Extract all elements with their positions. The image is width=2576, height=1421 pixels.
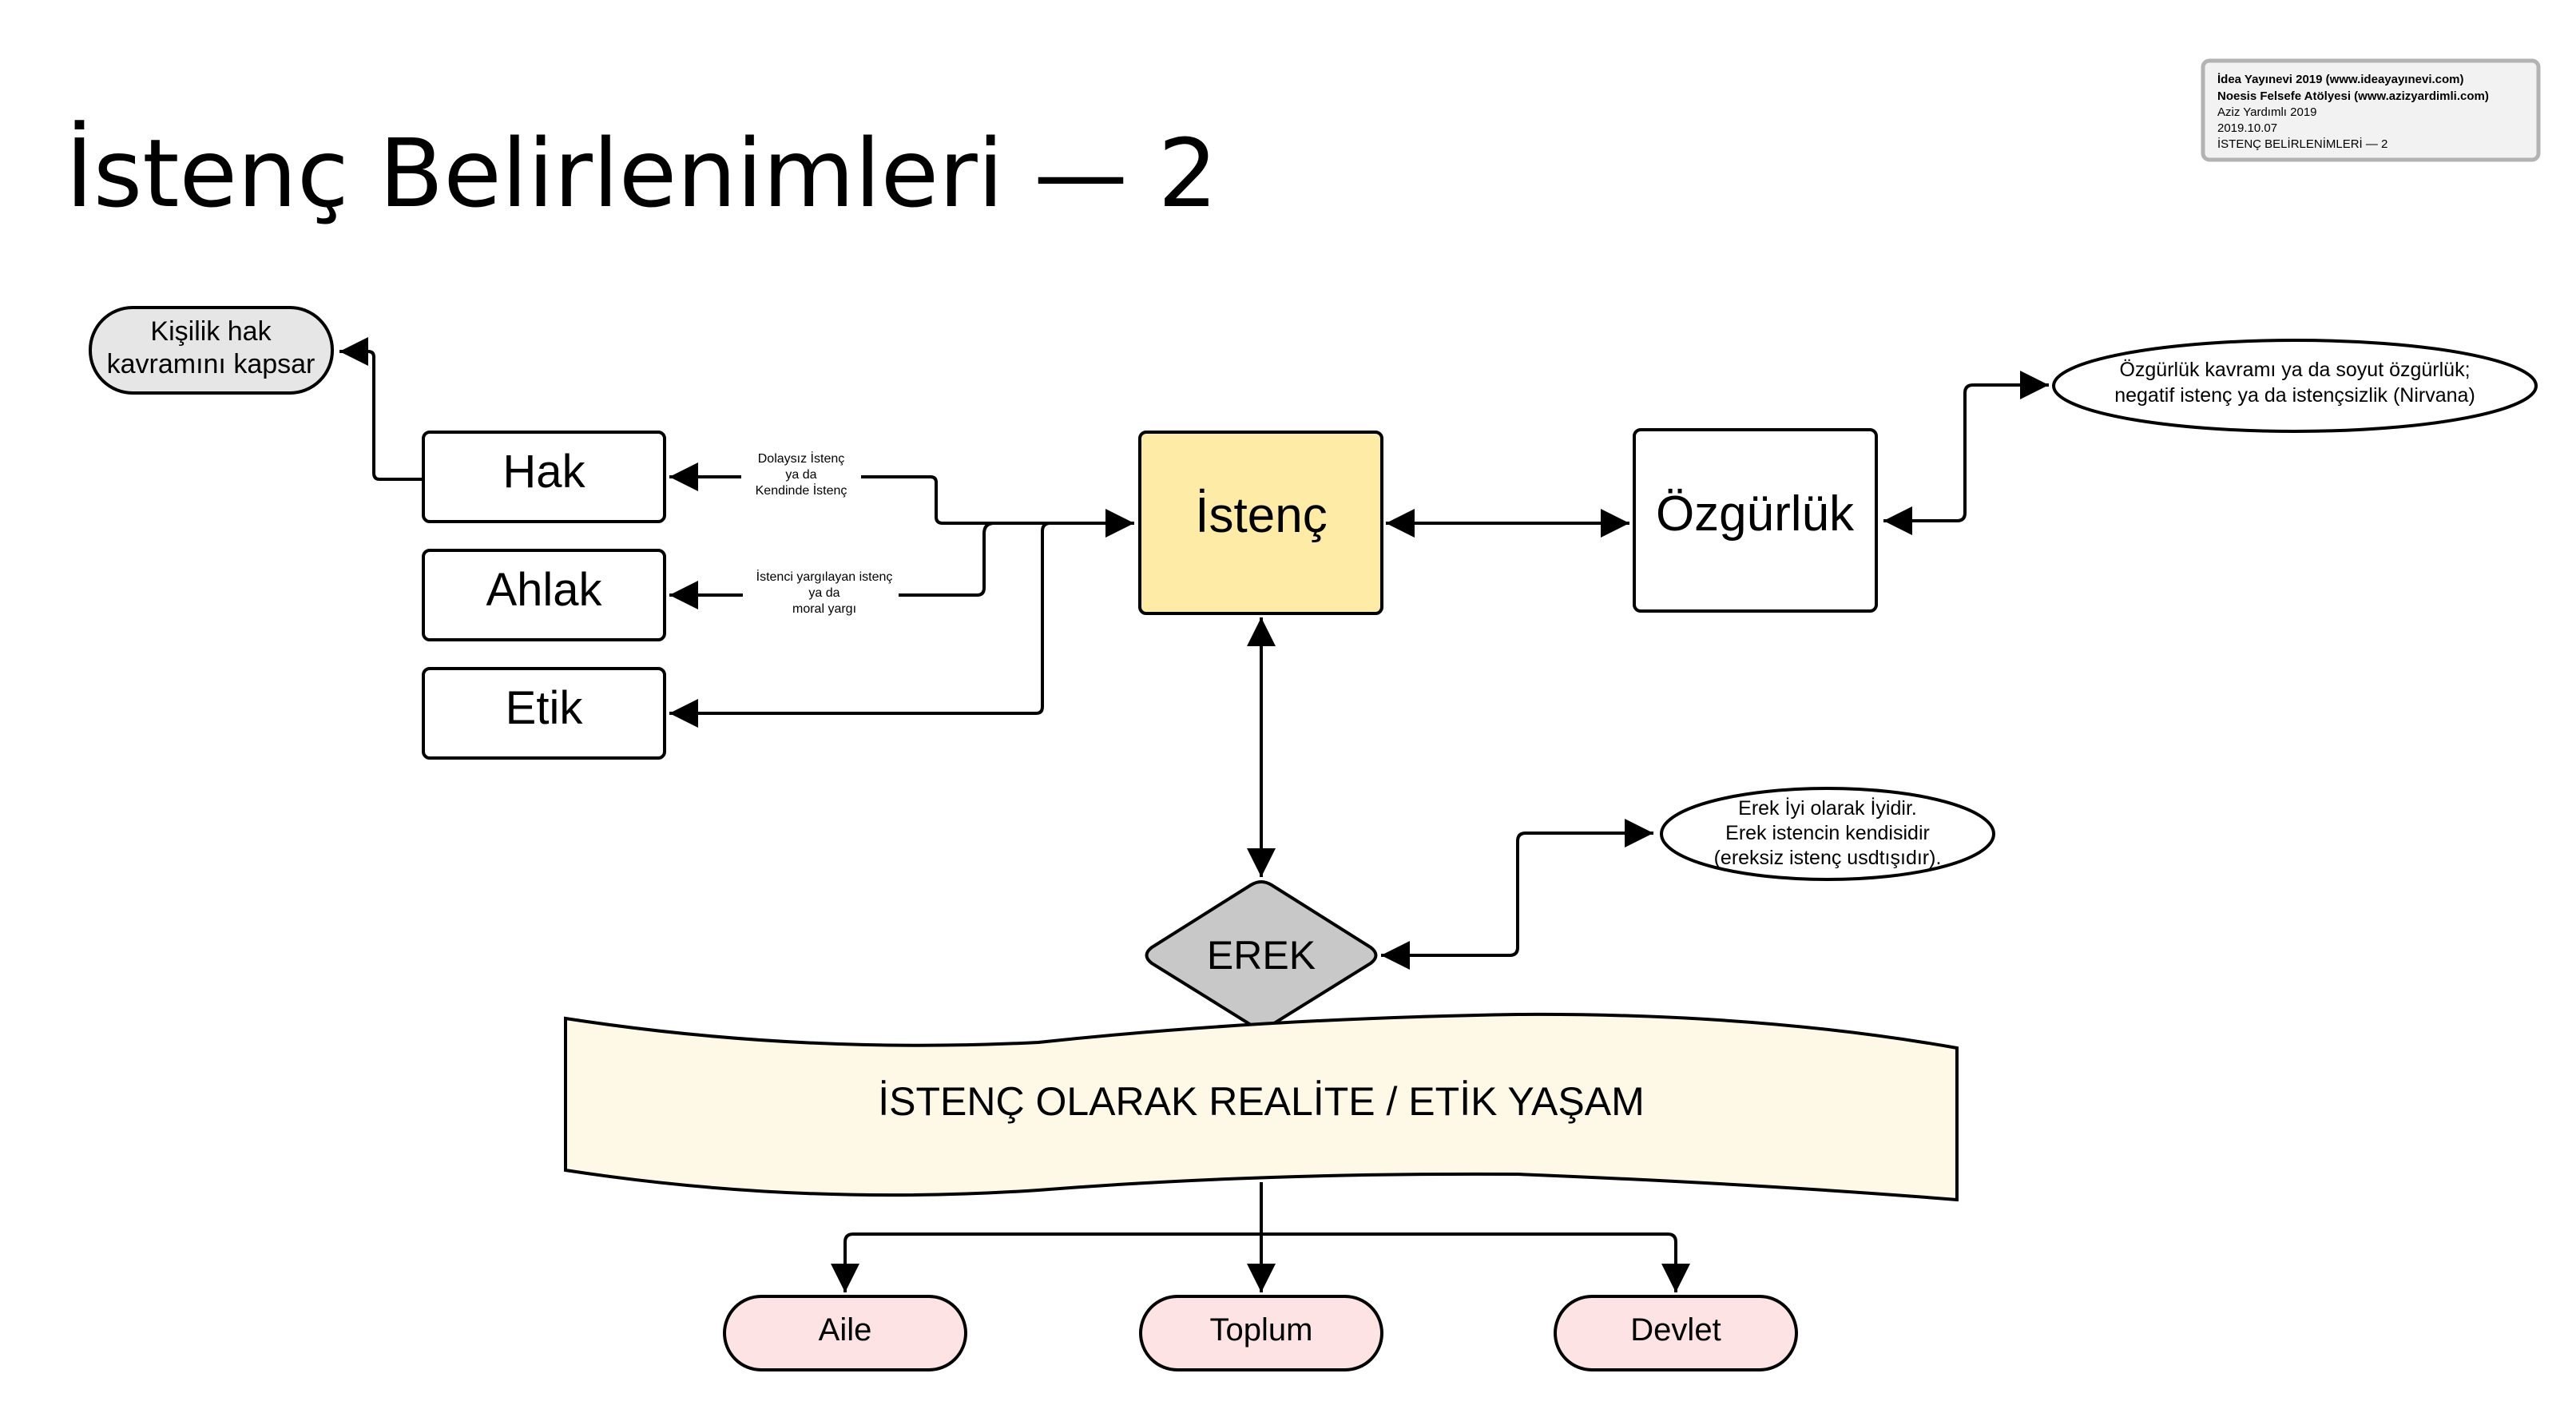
svg-text:(ereksiz istenç usdtışıdır).: (ereksiz istenç usdtışıdır). <box>1714 847 1942 869</box>
edge-istenc-etik <box>669 522 1051 728</box>
svg-text:Erek İyi olarak İyidir.: Erek İyi olarak İyidir. <box>1738 796 1917 820</box>
svg-text:EREK: EREK <box>1207 933 1316 978</box>
node-erek: EREK <box>1145 880 1378 1030</box>
node-ozgurluk: Özgürlük <box>1633 428 1878 613</box>
node-aile: Aile <box>723 1295 967 1371</box>
edge-label-hak: Dolaysız İstenç ya da Kendinde İstenç <box>741 447 861 503</box>
edge-istenc-ahlak <box>669 522 995 609</box>
svg-text:kavramını kapsar: kavramını kapsar <box>107 349 316 379</box>
node-erek-note: Erek İyi olarak İyidir. Erek istencin ke… <box>1660 787 1995 881</box>
node-etik: Etik <box>422 667 666 760</box>
node-toplum: Toplum <box>1139 1295 1383 1371</box>
svg-text:İstenç: İstenç <box>1195 488 1327 543</box>
svg-text:moral yargı: moral yargı <box>792 602 856 616</box>
edge-hak-kisilik <box>339 337 423 481</box>
svg-text:Etik: Etik <box>506 682 584 734</box>
edge-istenc-hak <box>669 462 943 525</box>
edge-realite-devlet <box>1261 1232 1690 1292</box>
svg-text:Özgürlük: Özgürlük <box>1656 486 1855 542</box>
svg-text:Kendinde İstenç: Kendinde İstenç <box>756 482 847 498</box>
page-title: İstenç Belirlenimleri — 2 <box>65 118 1218 228</box>
svg-text:Ahlak: Ahlak <box>486 564 602 616</box>
edge-realite-aile <box>831 1232 1261 1292</box>
info-line-2: Noesis Felsefe Atölyesi (www.azizyardiml… <box>2217 89 2489 103</box>
svg-text:Devlet: Devlet <box>1630 1312 1721 1348</box>
svg-text:Özgürlük kavramı ya da soyut ö: Özgürlük kavramı ya da soyut özgürlük; <box>2119 359 2470 381</box>
node-istenc: İstenç <box>1138 431 1383 615</box>
svg-text:Kişilik hak: Kişilik hak <box>150 316 272 347</box>
node-devlet: Devlet <box>1554 1295 1798 1371</box>
svg-text:İSTENÇ OLARAK REALİTE / ETİK Y: İSTENÇ OLARAK REALİTE / ETİK YAŞAM <box>878 1079 1645 1124</box>
info-line-5: İSTENÇ BELİRLENİMLERİ — 2 <box>2217 137 2387 151</box>
svg-text:ya da: ya da <box>808 586 839 600</box>
svg-text:Erek istencin kendisidir: Erek istencin kendisidir <box>1725 822 1930 844</box>
svg-text:Hak: Hak <box>502 446 585 498</box>
svg-text:Toplum: Toplum <box>1210 1312 1313 1348</box>
node-realite: İSTENÇ OLARAK REALİTE / ETİK YAŞAM <box>564 1012 1959 1202</box>
svg-text:negatif istenç ya da istençsiz: negatif istenç ya da istençsizlik (Nirva… <box>2114 384 2475 407</box>
svg-text:İstenci yargılayan istenç: İstenci yargılayan istenç <box>756 569 893 584</box>
node-hak: Hak <box>422 431 666 523</box>
info-box: İdea Yayınevi 2019 (www.ideayayınevi.com… <box>2201 58 2541 162</box>
connectors <box>339 337 2049 1292</box>
svg-text:Aile: Aile <box>819 1312 872 1348</box>
svg-text:ya da: ya da <box>785 468 816 482</box>
info-line-4: 2019.10.07 <box>2217 121 2277 135</box>
node-ahlak: Ahlak <box>422 549 666 641</box>
edge-erek-note <box>1381 819 1653 970</box>
info-line-3: Aziz Yardımlı 2019 <box>2217 105 2317 119</box>
edge-ozgurluk-note <box>1883 371 2049 535</box>
node-ozgurluk-note: Özgürlük kavramı ya da soyut özgürlük; n… <box>2052 339 2538 433</box>
edge-label-ahlak: İstenci yargılayan istenç ya da moral ya… <box>743 566 899 621</box>
svg-text:Dolaysız İstenç: Dolaysız İstenç <box>758 451 844 466</box>
node-kisilik: Kişilik hak kavramını kapsar <box>89 306 334 395</box>
info-line-1: İdea Yayınevi 2019 (www.ideayayınevi.com… <box>2217 73 2464 86</box>
